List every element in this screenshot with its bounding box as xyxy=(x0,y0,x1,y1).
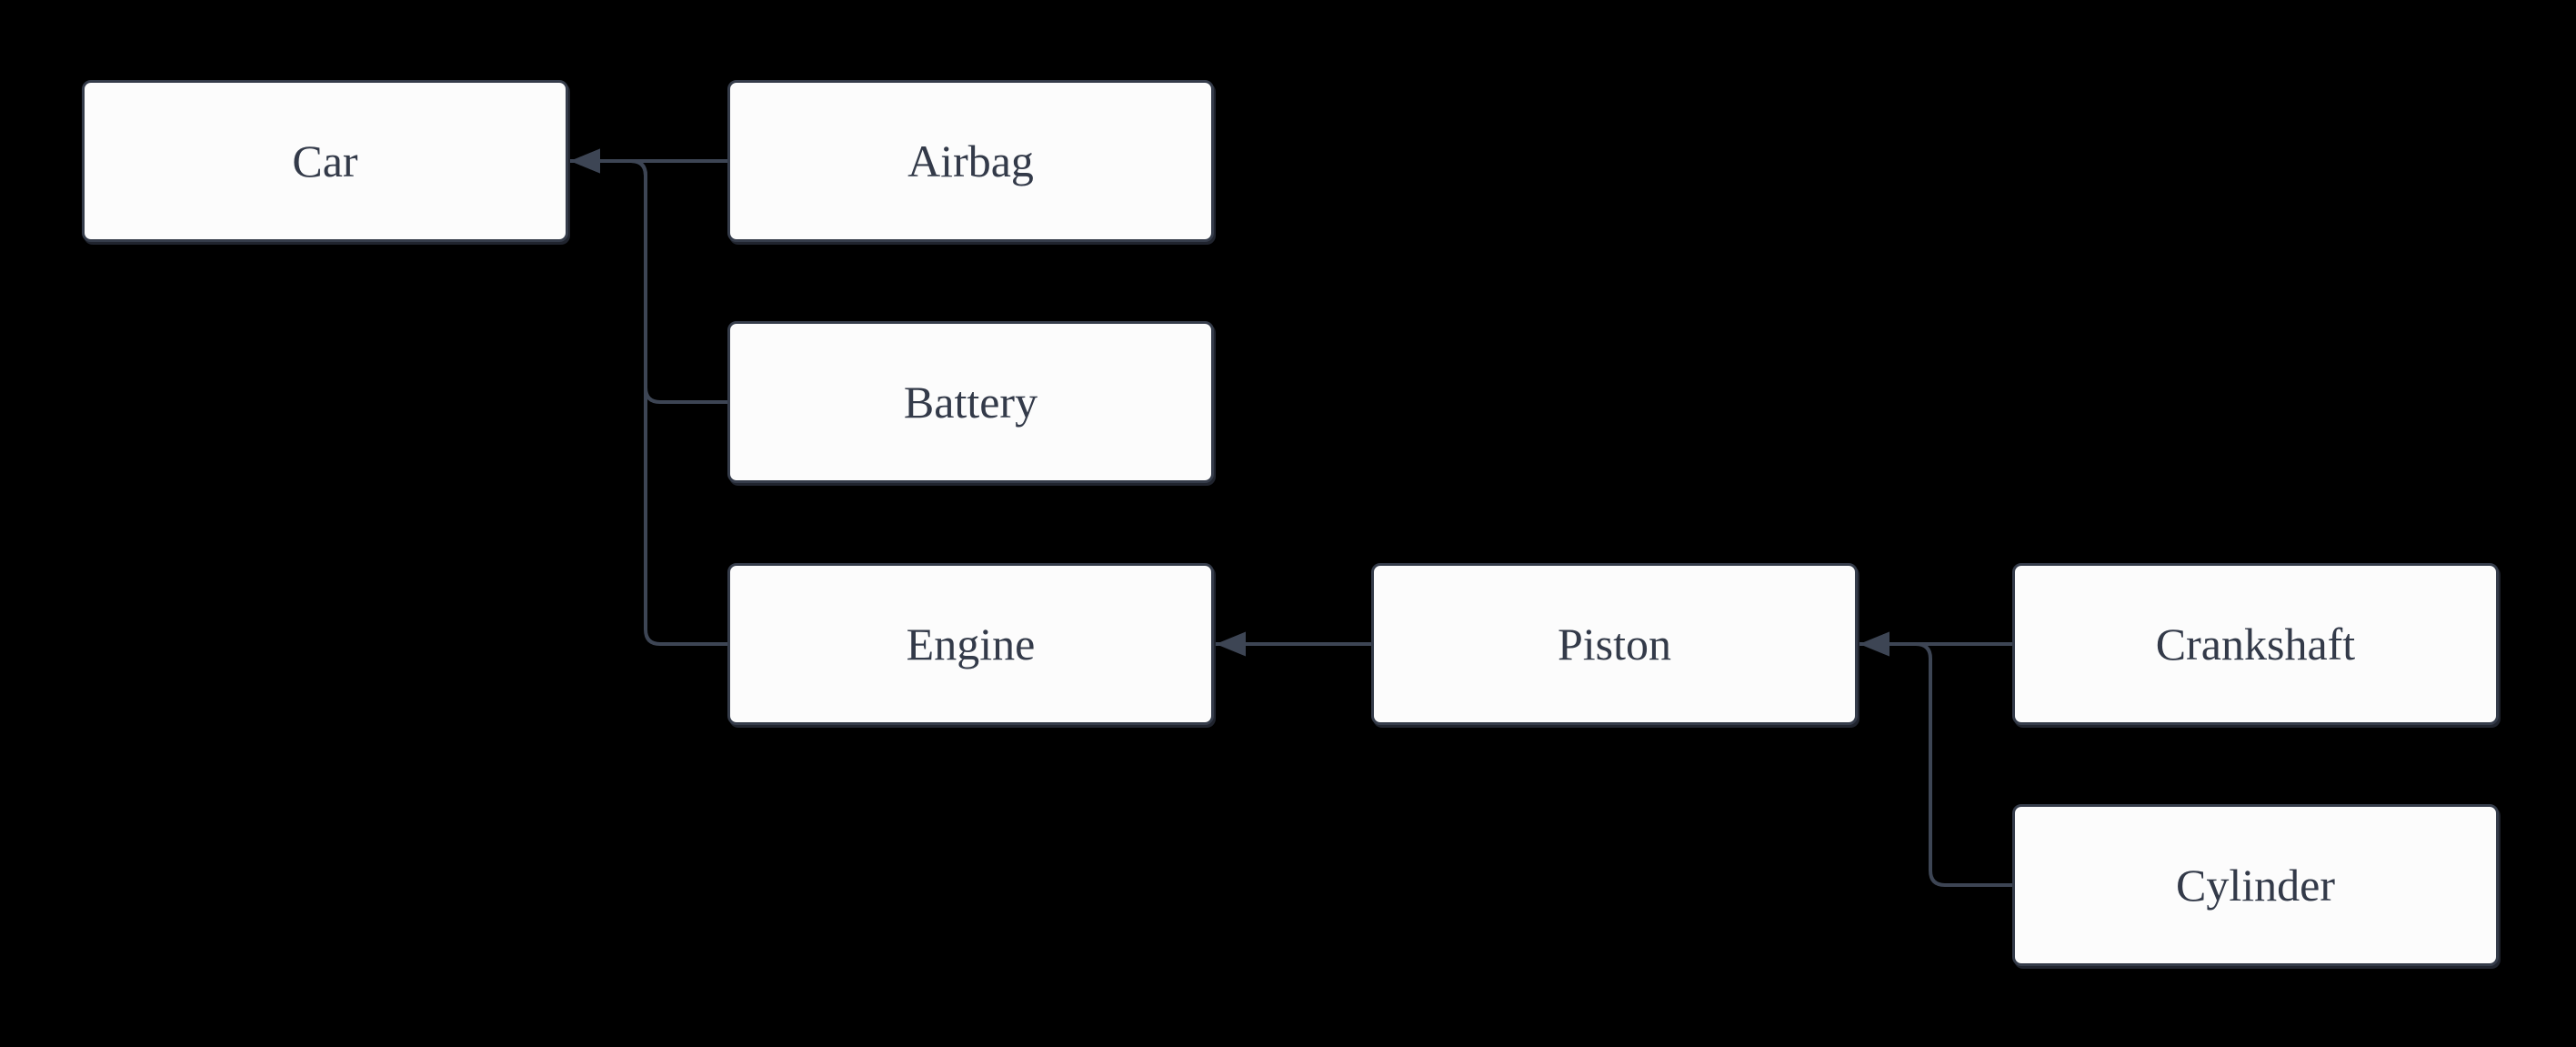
node-label-piston: Piston xyxy=(1557,619,1672,669)
node-engine: Engine xyxy=(727,563,1214,725)
node-car: Car xyxy=(82,80,568,242)
node-label-airbag: Airbag xyxy=(907,136,1034,186)
node-crankshaft: Crankshaft xyxy=(2012,563,2499,725)
edge-cylinder-to-piston xyxy=(1859,631,2012,887)
edges-group xyxy=(570,148,2012,887)
edge-battery-to-car xyxy=(570,148,727,404)
edge-engine-to-car xyxy=(570,148,727,646)
node-label-car: Car xyxy=(292,136,358,186)
node-piston: Piston xyxy=(1371,563,1858,725)
node-label-cylinder: Cylinder xyxy=(2176,860,2335,911)
node-battery: Battery xyxy=(727,321,1214,483)
node-airbag: Airbag xyxy=(727,80,1214,242)
node-cylinder: Cylinder xyxy=(2012,804,2499,966)
node-label-engine: Engine xyxy=(906,619,1036,669)
node-label-battery: Battery xyxy=(903,377,1038,428)
node-label-crankshaft: Crankshaft xyxy=(2155,619,2356,669)
